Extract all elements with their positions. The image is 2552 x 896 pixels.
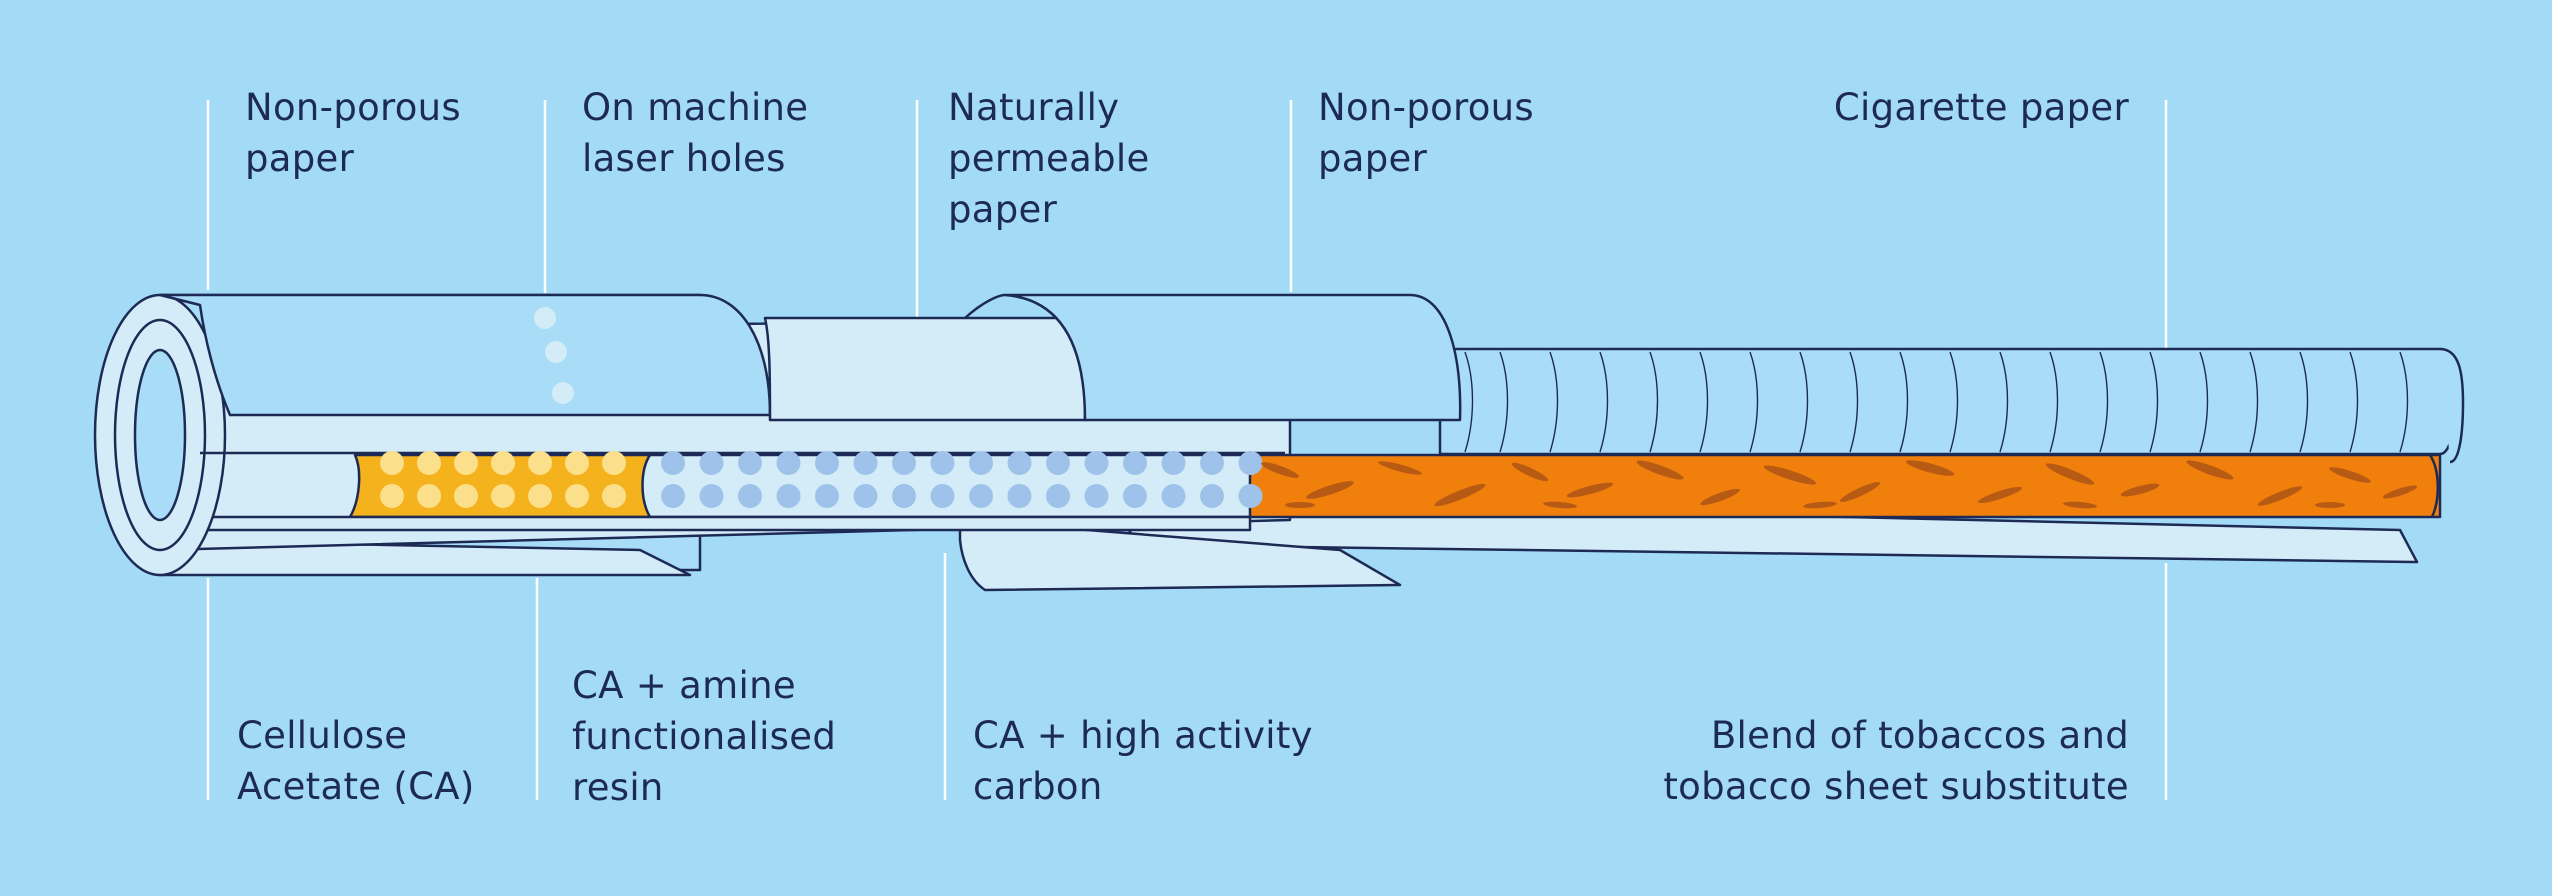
non-porous-paper-wrap-2 bbox=[1003, 293, 1462, 422]
label-permeable-paper: Naturally permeable paper bbox=[948, 86, 1150, 231]
tobacco-strand bbox=[1378, 461, 1422, 475]
label-ca-carbon: CA + high activity carbon bbox=[973, 714, 1313, 808]
carbon-dot bbox=[853, 484, 878, 508]
inner-ring-end bbox=[133, 348, 187, 522]
carbon-dot bbox=[815, 484, 839, 508]
ca-dot bbox=[417, 451, 441, 475]
tobacco-strand bbox=[2120, 483, 2160, 497]
ca-dot bbox=[565, 451, 589, 475]
carbon-dot bbox=[930, 451, 955, 475]
tobacco-strand bbox=[2257, 486, 2303, 506]
ca-dot bbox=[528, 484, 552, 508]
tobacco-strand bbox=[1543, 501, 1577, 509]
carbon-dot bbox=[738, 451, 762, 475]
carbon-dot bbox=[661, 451, 685, 475]
tobacco-strand bbox=[1566, 482, 1614, 498]
tipping-paper-bottom-flap-middle bbox=[958, 518, 1402, 592]
tobacco-strand bbox=[2063, 501, 2097, 509]
ca-dot bbox=[380, 484, 404, 508]
carbon-dot bbox=[1084, 451, 1109, 475]
carbon-dot bbox=[815, 451, 839, 475]
carbon-dot bbox=[738, 484, 762, 508]
carbon-dot bbox=[1161, 484, 1186, 508]
carbon-dot bbox=[776, 484, 801, 508]
carbon-dot bbox=[1084, 484, 1109, 508]
cigarette-paper-tube bbox=[1438, 347, 2457, 456]
carbon-dot bbox=[1238, 484, 1263, 508]
ca-carbon-dots bbox=[661, 451, 1263, 508]
tobacco-strand bbox=[2045, 463, 2095, 485]
carbon-dot bbox=[699, 451, 724, 475]
tobacco-strand bbox=[1434, 483, 1486, 507]
tobacco-strand bbox=[2382, 485, 2418, 499]
tobacco-strands bbox=[1261, 460, 2418, 509]
carbon-dot bbox=[661, 484, 685, 508]
tobacco-strand bbox=[2329, 467, 2371, 483]
cigarette-paper-ribs bbox=[1464, 351, 2409, 453]
tobacco-strand bbox=[1763, 465, 1817, 485]
tobacco-strand bbox=[2186, 460, 2234, 480]
carbon-dot bbox=[1123, 451, 1147, 475]
carbon-dot bbox=[776, 451, 801, 475]
carbon-dot bbox=[1007, 451, 1032, 475]
ca-dot bbox=[417, 484, 441, 508]
carbon-dot bbox=[1007, 484, 1032, 508]
carbon-dot bbox=[969, 451, 993, 475]
tobacco-strand bbox=[1905, 460, 1955, 476]
cigarette-paper-end bbox=[2439, 347, 2465, 464]
label-non-porous-paper-2: Non-porous paper bbox=[1318, 86, 1535, 180]
carbon-dot bbox=[1046, 451, 1070, 475]
ca-dot bbox=[491, 451, 515, 475]
tobacco-strand bbox=[1839, 482, 1881, 502]
carbon-dot bbox=[930, 484, 955, 508]
label-tobacco-blend: Blend of tobaccos and tobacco sheet subs… bbox=[1663, 714, 2129, 808]
carbon-dot bbox=[1123, 484, 1147, 508]
tobacco-strand bbox=[1636, 460, 1684, 480]
tobacco-strand bbox=[1261, 462, 1299, 478]
tobacco-strand bbox=[1978, 486, 2022, 504]
label-ca-amine-resin: CA + amine functionalised resin bbox=[572, 664, 837, 809]
non-porous-paper-wrap-1 bbox=[158, 293, 772, 417]
tobacco-rod-end bbox=[2428, 454, 2440, 518]
tobacco-strand bbox=[1285, 502, 1315, 508]
ca-dot bbox=[380, 451, 404, 475]
carbon-dot bbox=[1200, 451, 1224, 475]
carbon-dot bbox=[1238, 451, 1263, 475]
carbon-dot bbox=[1161, 451, 1186, 475]
label-cigarette-paper: Cigarette paper bbox=[1833, 86, 2129, 129]
ca-amine-resin-dots bbox=[380, 451, 626, 508]
ca-dot bbox=[491, 484, 515, 508]
label-non-porous-paper-1: Non-porous paper bbox=[245, 86, 462, 180]
label-laser-holes: On machine laser holes bbox=[582, 86, 809, 180]
carbon-dot bbox=[1046, 484, 1070, 508]
ca-dot bbox=[454, 484, 478, 508]
carbon-dot bbox=[699, 484, 724, 508]
inner-wrapper-layer bbox=[198, 515, 1252, 532]
carbon-dot bbox=[969, 484, 993, 508]
tobacco-strand bbox=[2315, 502, 2345, 508]
ca-dot bbox=[602, 484, 626, 508]
label-cellulose-acetate: Cellulose Acetate (CA) bbox=[237, 714, 475, 808]
paper-wrap-curl-2 bbox=[964, 293, 1006, 319]
naturally-permeable-paper-wrap bbox=[763, 316, 1087, 422]
laser-holes bbox=[534, 307, 574, 404]
carbon-dot bbox=[892, 451, 916, 475]
ca-dot bbox=[602, 451, 626, 475]
tobacco-strand bbox=[1700, 488, 1740, 506]
carbon-dot bbox=[853, 451, 878, 475]
ca-dot bbox=[454, 451, 478, 475]
tobacco-strand bbox=[1803, 501, 1837, 509]
ca-dot bbox=[528, 451, 552, 475]
carbon-dot bbox=[1200, 484, 1224, 508]
tobacco-strand bbox=[1306, 481, 1354, 499]
ca-dot bbox=[565, 484, 589, 508]
leader-lines bbox=[206, 100, 2168, 800]
tobacco-rod bbox=[1238, 453, 2442, 519]
tobacco-strand bbox=[1511, 462, 1549, 482]
carbon-dot bbox=[892, 484, 916, 508]
